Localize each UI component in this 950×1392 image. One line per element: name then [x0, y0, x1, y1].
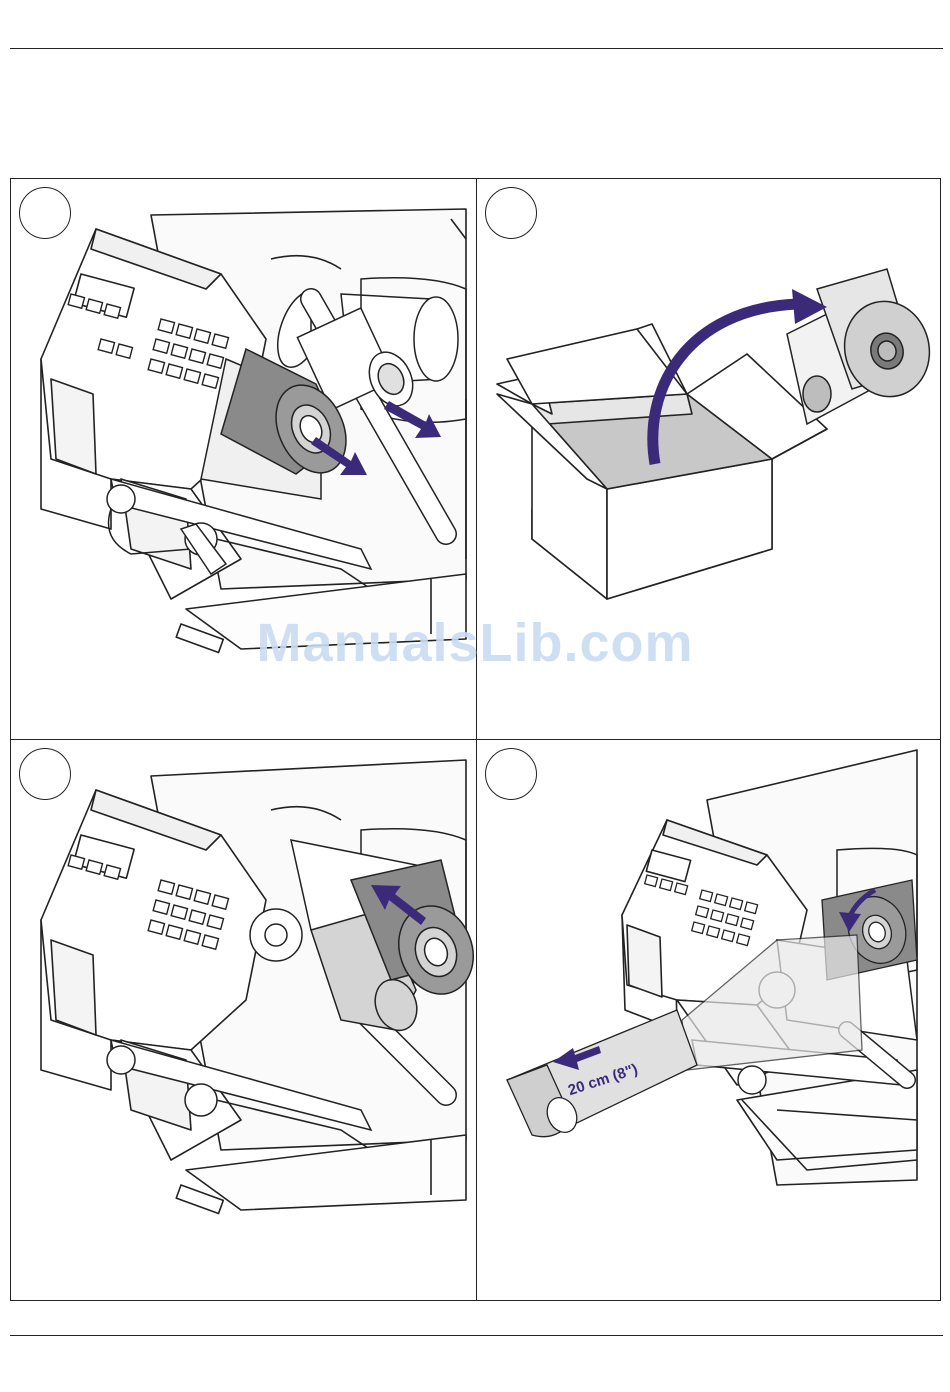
- step-4-indicator: [485, 748, 537, 800]
- panel-step-4: [477, 740, 940, 1300]
- panel-step-3: [11, 740, 476, 1300]
- step-1-indicator: [19, 187, 71, 239]
- printer-illustration-step-3: [11, 740, 476, 1300]
- watermark-text: ManualsLib.com: [0, 612, 950, 674]
- printer-illustration-step-4: [477, 740, 940, 1300]
- instruction-grid: [10, 178, 941, 1301]
- header-rule: [10, 48, 943, 49]
- step-2-indicator: [485, 187, 537, 239]
- step-3-indicator: [19, 748, 71, 800]
- footer-rule: [10, 1335, 943, 1336]
